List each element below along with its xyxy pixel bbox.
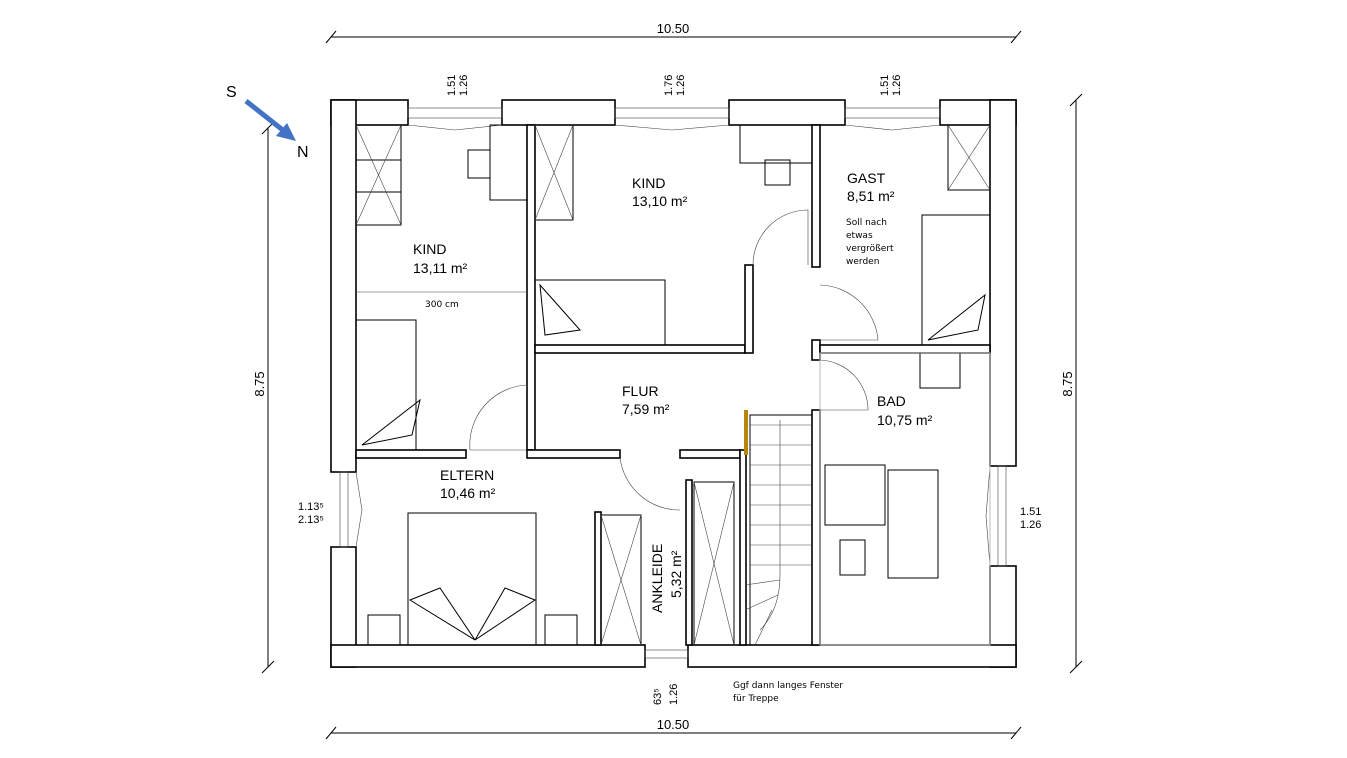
window-dimensions: 1.51 1.26 1.76 1.26 1.51 1.26 1.13⁵ 2.13… [298,75,1041,705]
dim-top-label: 10.50 [657,21,690,36]
eltern-area: 10,46 m² [440,485,496,501]
dim-window-top-left-2: 1.26 [458,75,470,96]
dim-window-top-middle-2: 1.26 [675,75,687,96]
dim-window-top-middle-1: 1.76 [663,75,675,96]
dim-right-label: 8.75 [1060,371,1075,396]
stair-window-note-1: Ggf dann langes Fenster [733,681,843,691]
doors [469,209,879,511]
dim-window-top-left-1: 1.51 [446,75,458,96]
compass-south: S [226,84,237,101]
compass-arrowhead-icon [276,123,296,141]
kind1-note: 300 cm [425,300,459,310]
gast-note-2: etwas [846,231,873,241]
flur-area: 7,59 m² [622,401,670,417]
compass-north: N [297,144,309,161]
gast-name: GAST [847,170,886,186]
dim-window-top-right-1: 1.51 [879,75,891,96]
kind2-name: KIND [632,175,665,191]
dim-bottom-label: 10.50 [657,717,690,732]
compass: S N [226,84,309,161]
gast-note-1: Soll nach [846,218,887,228]
dim-window-right-1: 1.51 [1020,506,1041,518]
outer-walls [330,99,1017,668]
dim-window-left-1: 1.13⁵ [298,501,324,513]
dim-window-top-right-2: 1.26 [891,75,903,96]
dimension-bottom: 10.50 [325,717,1022,740]
dimension-left: 8.75 [252,121,275,674]
dimension-top: 10.50 [325,21,1022,44]
eltern-name: ELTERN [440,467,494,483]
bad-area: 10,75 m² [877,412,933,428]
staircase [744,410,813,646]
ankleide-area: 5,32 m² [668,550,684,598]
kind2-area: 13,10 m² [632,193,688,209]
gast-area: 8,51 m² [847,188,895,204]
dim-window-left-2: 2.13⁵ [298,514,324,526]
furniture [355,124,991,646]
stair-window-note-2: für Treppe [733,694,779,704]
dim-left-label: 8.75 [252,371,267,396]
gast-note-3: vergrößert [846,244,894,254]
gast-note-4: werden [846,257,879,267]
ankleide-name: ANKLEIDE [649,544,665,613]
dim-window-bottom-2: 1.26 [668,684,680,705]
kind1-name: KIND [413,241,446,257]
kind1-area: 13,11 m² [413,260,468,276]
windows [339,107,1007,659]
dimension-right: 8.75 [1060,93,1083,674]
compass-arrow-icon [244,99,286,133]
dim-window-bottom-1: 63⁵ [652,688,664,705]
room-labels: KIND 13,11 m² 300 cm KIND 13,10 m² GAST … [413,170,933,704]
flur-name: FLUR [622,383,659,399]
dim-window-right-2: 1.26 [1020,519,1041,531]
bad-name: BAD [877,393,906,409]
